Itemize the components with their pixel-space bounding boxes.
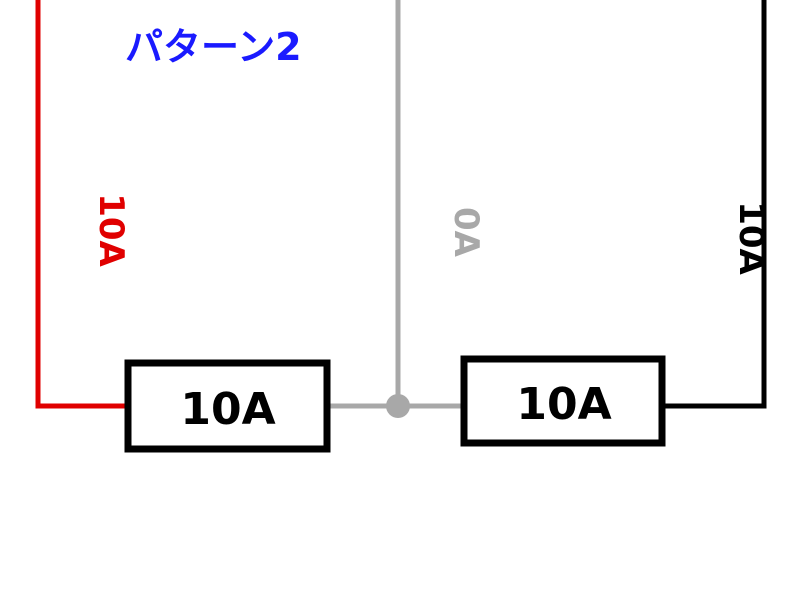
right-wire bbox=[662, 0, 767, 409]
left-box bbox=[124, 359, 331, 453]
right-box-label: 10A bbox=[516, 379, 611, 430]
left-wire-label: 10A bbox=[91, 193, 131, 267]
left-wire bbox=[35, 0, 128, 409]
left-box-label: 10A bbox=[180, 384, 275, 435]
diagram-title: パターン2 bbox=[125, 25, 302, 69]
right-wire-label: 10A bbox=[731, 201, 771, 275]
middle-wire-label: 0A bbox=[446, 207, 486, 258]
right-box bbox=[460, 355, 666, 447]
junction-dot bbox=[386, 394, 410, 418]
